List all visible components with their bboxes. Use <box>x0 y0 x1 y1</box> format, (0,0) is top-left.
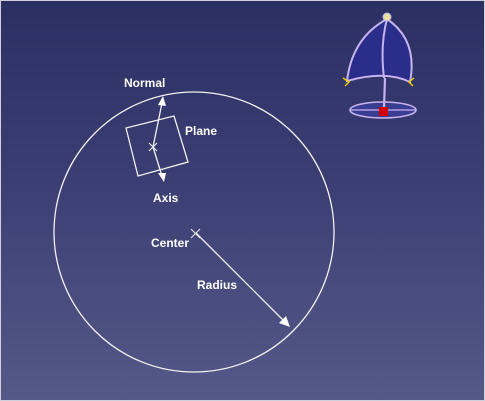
compass-axis-markers <box>342 77 415 87</box>
axis-label: Axis <box>153 191 179 205</box>
normal-arrow-line <box>152 102 163 148</box>
compass-base-dot <box>379 107 388 116</box>
radius-arrowhead <box>279 316 290 327</box>
compass-icon[interactable] <box>342 12 417 119</box>
compass-handle[interactable] <box>382 12 392 22</box>
radius-label: Radius <box>197 278 237 292</box>
center-cross <box>190 228 201 239</box>
center-label: Center <box>151 236 189 250</box>
circle-outline <box>53 91 335 373</box>
axis-arrow-line <box>152 146 163 177</box>
normal-label: Normal <box>124 76 165 90</box>
compass-meridian <box>381 18 388 79</box>
compass-mast <box>382 77 387 109</box>
normal-arrowhead <box>158 96 166 106</box>
plane-label: Plane <box>185 124 217 138</box>
axis-arrowhead <box>158 173 166 182</box>
radius-arrow-line <box>195 232 285 322</box>
compass-dome <box>345 17 413 84</box>
